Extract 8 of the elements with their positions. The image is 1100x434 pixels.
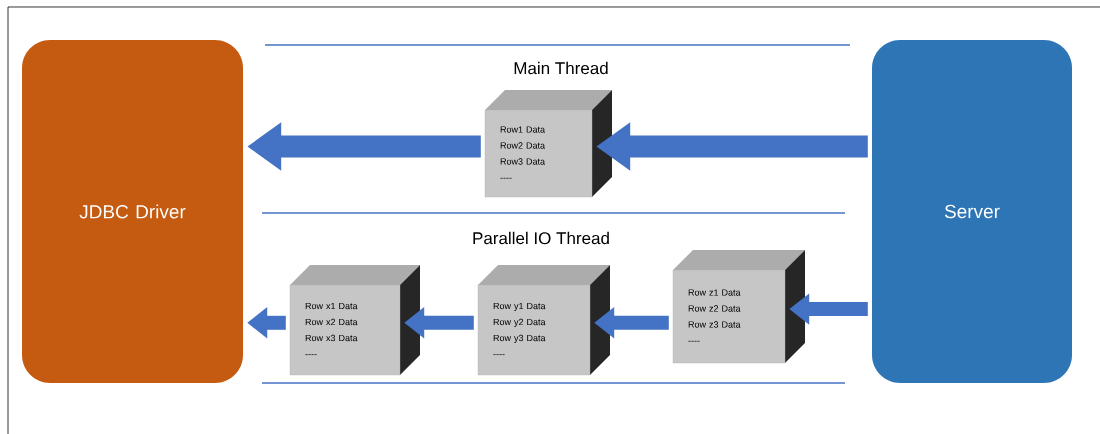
rounded-box: Server	[872, 40, 1072, 383]
data-cube: Row1 Data Row2 Data Row3 Data ----	[484, 90, 612, 198]
data-cube: Row y1 Data Row y2 Data Row y3 Data ----	[477, 265, 610, 376]
rounded-box: JDBC Driver	[22, 40, 243, 383]
data-cube: Row z1 Data Row z2 Data Row z3 Data ----	[672, 250, 805, 364]
section-heading: Main Thread	[514, 61, 608, 75]
data-cube: Row x1 Data Row x2 Data Row x3 Data ----	[289, 265, 420, 376]
section-heading: Parallel IO Thread	[473, 231, 609, 245]
